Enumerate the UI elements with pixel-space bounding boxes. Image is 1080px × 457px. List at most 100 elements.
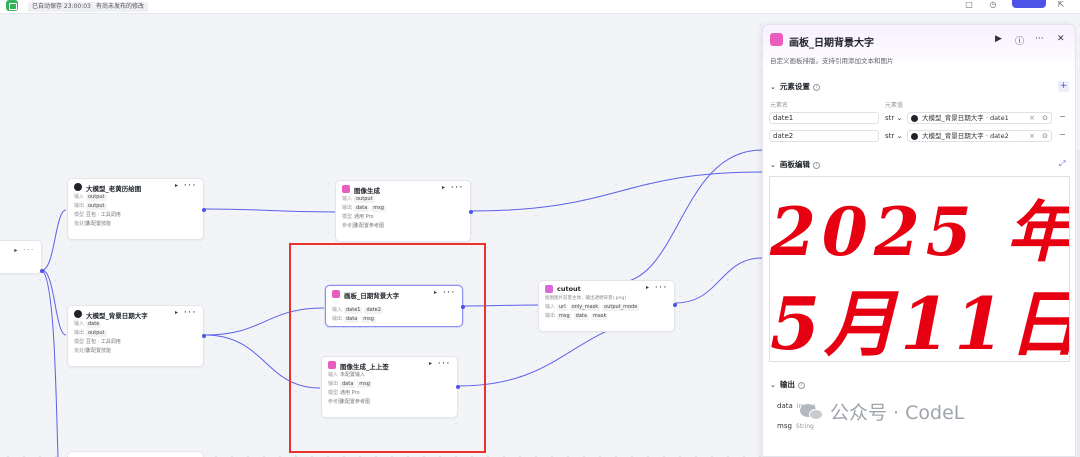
input-chip: output <box>354 196 375 203</box>
output-port[interactable] <box>202 208 206 212</box>
start-node-port[interactable] <box>40 269 44 273</box>
panel-header: 画板_日期背景大字 ▶ ⓘ ··· ✕ 自定义画板排版。支持引用添加文本和图片 <box>763 25 1075 71</box>
wire-llm-old-img <box>204 208 336 213</box>
reference-value: 未配置参考图 <box>354 223 385 229</box>
export-icon[interactable]: ⇱ <box>1057 0 1065 9</box>
wire-start-down <box>41 269 59 457</box>
start-node[interactable]: ▸ ··· <box>0 240 44 274</box>
settings-icon[interactable]: ⊙ <box>1042 132 1048 140</box>
wire-start-llm-date <box>41 269 67 336</box>
help-icon[interactable]: ⓘ <box>1015 37 1025 47</box>
image-gen-icon <box>328 361 336 369</box>
wire-board-cutout <box>462 304 539 307</box>
input-chip: date1 <box>344 307 363 314</box>
row-label: 输入 <box>74 321 85 327</box>
node-run-menu[interactable]: ▸ ··· <box>175 182 197 189</box>
section-title: 输出 <box>779 380 795 389</box>
expand-icon[interactable]: ⤢ <box>1059 159 1066 168</box>
output-port[interactable] <box>456 385 460 389</box>
row-label: 输出 <box>74 203 85 209</box>
output-port[interactable] <box>461 305 465 309</box>
input-chip: date2 <box>364 307 383 314</box>
publish-button[interactable] <box>1012 0 1046 8</box>
section-title: 画板编辑 <box>779 160 810 169</box>
output-type: String <box>795 423 814 430</box>
clear-icon[interactable]: × <box>1029 132 1035 140</box>
more-icon[interactable]: ··· <box>1035 34 1044 44</box>
history-icon[interactable]: ◷ <box>989 0 997 9</box>
node-run-menu[interactable]: ▸ ··· <box>442 184 464 191</box>
output-chip: msg <box>361 316 376 323</box>
ref-value: 大模型_背景日期大字 · date2 <box>922 132 1009 140</box>
output-chip: msg <box>557 313 572 320</box>
wire-cutout-panel <box>674 257 763 304</box>
highlight-box <box>289 243 486 453</box>
canvas-text-date[interactable]: 5月11日 <box>770 281 1070 362</box>
row-label: 输入 <box>332 307 343 313</box>
row-label: 批处理 <box>74 221 90 227</box>
element-value-ref[interactable]: 大模型_背景日期大字 · date1 × ⊙ <box>907 112 1052 124</box>
section-title: 元素设置 <box>779 82 810 91</box>
output-chip: data <box>340 381 356 388</box>
remove-element-button[interactable]: − <box>1059 130 1066 139</box>
board-icon <box>770 33 783 46</box>
row-label: 输出 <box>342 205 353 211</box>
output-chip: output <box>86 203 107 210</box>
element-type-select[interactable]: str ⌄ <box>885 114 903 122</box>
add-element-button[interactable]: + <box>1058 81 1069 92</box>
copy-icon[interactable]: □ <box>965 0 973 9</box>
element-name-input[interactable]: date2 <box>769 130 879 142</box>
wire-llm-date-img2 <box>204 334 321 389</box>
row-label: 模型 <box>328 390 339 396</box>
element-type-select[interactable]: str ⌄ <box>885 132 903 140</box>
output-chip: data <box>354 205 370 212</box>
remove-element-button[interactable]: − <box>1059 112 1066 121</box>
row-label: 输入 <box>342 196 353 202</box>
node-run-menu[interactable]: ▸ ··· <box>434 289 456 296</box>
close-icon[interactable]: ✕ <box>1057 34 1065 44</box>
node-title: cutout <box>557 285 581 293</box>
row-label: 输出 <box>332 316 343 322</box>
output-port[interactable] <box>469 210 473 214</box>
input-value: 未配置输入 <box>340 372 366 378</box>
output-port[interactable] <box>673 303 677 307</box>
settings-icon[interactable]: ⊙ <box>1042 114 1048 122</box>
canvas-text-year[interactable]: 2025 年 <box>770 193 1070 271</box>
node-run-menu[interactable]: ▸ ··· <box>429 360 451 367</box>
start-node-menu[interactable]: ▸ ··· <box>14 247 35 254</box>
output-chip: msg <box>357 381 372 388</box>
input-chip: output_mode <box>602 304 640 311</box>
autosave-status: 已自动保存 23:00:03 <box>28 2 95 12</box>
node-title: 图像生成_上上签 <box>340 363 389 371</box>
output-port[interactable] <box>202 334 206 338</box>
element-value-ref[interactable]: 大模型_背景日期大字 · date2 × ⊙ <box>907 130 1052 142</box>
canvas-editor[interactable]: 2025 年 5月11日 <box>769 176 1070 362</box>
unpublished-status: 有尚未发布的修改 <box>92 2 149 12</box>
batch-value: 未配置技能 <box>86 348 112 354</box>
row-label: 输入 <box>328 372 339 378</box>
run-icon[interactable]: ▶ <box>995 34 1002 44</box>
batch-value: 未配置技能 <box>86 221 112 227</box>
output-chip: mask <box>590 313 609 320</box>
element-name-input[interactable]: date1 <box>769 112 879 124</box>
node-run-menu[interactable]: ▸ ··· <box>175 309 197 316</box>
wechat-icon <box>800 402 824 422</box>
node-partial-bottom[interactable] <box>67 451 204 457</box>
clear-icon[interactable]: × <box>1029 114 1035 122</box>
chevron-down-icon: ⌄ <box>770 83 776 91</box>
node-run-menu[interactable]: ▸ ··· <box>646 284 668 291</box>
node-title: 画板_日期背景大字 <box>344 292 400 300</box>
llm-icon <box>911 115 918 122</box>
node-title: 大模型_老黄历绘图 <box>86 185 142 193</box>
column-header-value: 元素值 <box>885 102 904 109</box>
